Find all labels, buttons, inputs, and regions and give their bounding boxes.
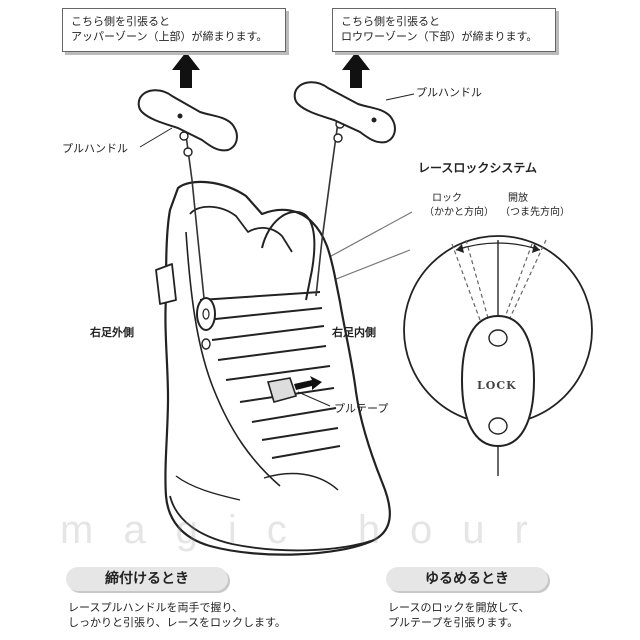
pull-tape (266, 377, 298, 403)
upper-zone-callout: こちら側を引張ると アッパーゾーン（上部）が締まります。 (62, 8, 286, 52)
pull-handle-right-label: プルハンドル (416, 86, 482, 99)
upper-callout-line2: アッパーゾーン（上部）が締まります。 (71, 30, 268, 43)
open-direction-label: （つま先方向） (500, 207, 570, 218)
tighten-line1: レースプルハンドルを両手で握り、 (68, 601, 244, 614)
open-label: 開放 (508, 193, 528, 204)
lower-zone-callout: こちら側を引張ると ロウワーゾーン（下部）が締まります。 (332, 8, 556, 52)
pull-tape-arrow (294, 376, 322, 390)
lower-callout-line2: ロウワーゾーン（下部）が締まります。 (341, 30, 538, 43)
loosen-description: レースのロックを開放して、 プルテープを引張ります。 (388, 600, 530, 630)
up-arrow-left (172, 52, 200, 88)
pull-handle-left (137, 89, 238, 152)
handle-leader-right (385, 93, 415, 101)
lock-direction-label: （かかと方向） (424, 207, 494, 218)
handle-leader-left (139, 127, 173, 148)
loosen-line1: レースのロックを開放して、 (388, 601, 530, 614)
loosen-heading: ゆるめるとき (386, 567, 548, 591)
tighten-line2: しっかりと引張り、レースをロックします。 (68, 616, 286, 629)
lace-cables (185, 121, 339, 299)
pull-tape-label: プルテープ (334, 402, 389, 415)
lock-label: ロック (432, 193, 462, 204)
up-arrow-right (342, 52, 370, 88)
upper-callout-line1: こちら側を引張ると (71, 15, 170, 28)
pull-tape-leader (297, 391, 331, 407)
lock-device-text: LOCK (477, 379, 517, 392)
outer-side-label: 右足外側 (90, 326, 134, 339)
lace-lock-title: レースロックシステム (418, 161, 538, 175)
watermark: magic hour (60, 508, 558, 552)
pull-handle-left-label: プルハンドル (62, 142, 128, 155)
boot (155, 180, 391, 556)
laces (199, 291, 341, 459)
lower-callout-line1: こちら側を引張ると (341, 15, 440, 28)
tighten-heading: 締付けるとき (66, 567, 228, 591)
pull-handle-right (293, 81, 396, 144)
inner-side-label: 右足内側 (332, 326, 376, 339)
tighten-description: レースプルハンドルを両手で握り、 しっかりと引張り、レースをロックします。 (68, 600, 286, 630)
loosen-line2: プルテープを引張ります。 (388, 616, 519, 629)
lace-lock-detail (403, 235, 593, 476)
